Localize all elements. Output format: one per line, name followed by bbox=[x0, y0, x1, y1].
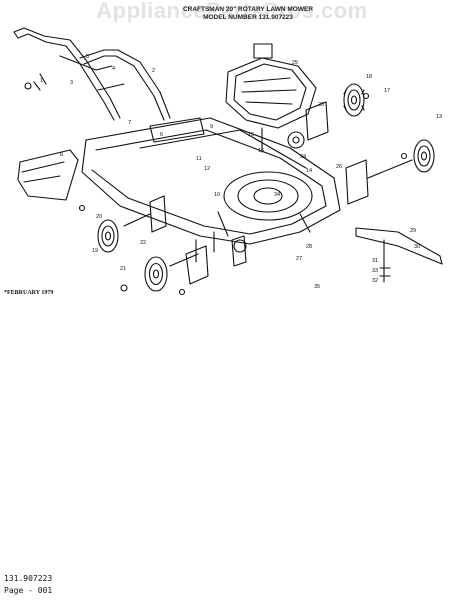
part-label: 1 bbox=[40, 78, 43, 84]
footer-model-code: 131.907223 bbox=[4, 574, 53, 583]
title-line-2: MODEL NUMBER 131.907223 bbox=[203, 14, 293, 21]
wheel-front-left bbox=[97, 195, 167, 253]
wheel-rear-right bbox=[287, 83, 365, 149]
title-line-1: CRAFTSMAN 20" ROTARY LAWN MOWER bbox=[182, 6, 314, 13]
part-label: 23 bbox=[318, 102, 324, 108]
part-label: 17 bbox=[384, 88, 390, 94]
part-label: 33 bbox=[372, 268, 378, 274]
part-label: 34 bbox=[274, 192, 280, 198]
part-label: 32 bbox=[372, 278, 378, 284]
part-label: 25 bbox=[292, 60, 298, 66]
rear-deflector bbox=[17, 149, 79, 201]
wheel-front-right bbox=[345, 139, 435, 205]
part-label: 6 bbox=[160, 132, 163, 138]
blade bbox=[355, 227, 443, 283]
revision-date: *FEBRUARY 1979 bbox=[4, 290, 54, 296]
watermark-logo: AppliancePartsPros.com bbox=[96, 0, 368, 23]
part-label: 35 bbox=[314, 284, 320, 290]
part-label: 15 bbox=[248, 132, 254, 138]
part-label: 8 bbox=[60, 152, 63, 158]
part-label: 5 bbox=[86, 54, 89, 60]
part-label: 27 bbox=[296, 256, 302, 262]
wheel-rear-left bbox=[144, 235, 247, 292]
part-label: 3 bbox=[70, 80, 73, 86]
part-label: 30 bbox=[414, 244, 420, 250]
part-label: 7 bbox=[128, 120, 131, 126]
part-number-callouts: 1 2 3 4 5 6 7 8 9 10 11 12 13 14 15 16 1… bbox=[40, 54, 442, 290]
part-label: 28 bbox=[306, 244, 312, 250]
part-label: 2 bbox=[152, 68, 155, 74]
engine bbox=[225, 43, 317, 153]
revision-date-text: FEBRUARY 1979 bbox=[7, 290, 54, 296]
part-label: 20 bbox=[96, 214, 102, 220]
part-label: 22 bbox=[140, 240, 146, 246]
part-label: 13 bbox=[436, 114, 442, 120]
part-label: 4 bbox=[112, 66, 115, 72]
part-label: 24 bbox=[300, 154, 306, 160]
part-label: 10 bbox=[214, 192, 220, 198]
part-label: 19 bbox=[92, 248, 98, 254]
part-label: 16 bbox=[258, 148, 264, 154]
part-label: 26 bbox=[336, 164, 342, 170]
part-label: 18 bbox=[366, 74, 372, 80]
handle-assembly bbox=[13, 27, 171, 121]
diagram-title: CRAFTSMAN 20" ROTARY LAWN MOWER MODEL NU… bbox=[178, 6, 318, 22]
part-label: 14 bbox=[306, 168, 312, 174]
part-label: 21 bbox=[120, 266, 126, 272]
part-label: 12 bbox=[204, 166, 210, 172]
part-label: 29 bbox=[410, 228, 416, 234]
mower-deck bbox=[81, 117, 341, 245]
hardware-parts bbox=[24, 82, 408, 296]
part-label: 9 bbox=[210, 124, 213, 130]
part-label: 11 bbox=[196, 156, 202, 162]
part-label: 31 bbox=[372, 258, 378, 264]
footer-page-number: Page - 001 bbox=[4, 586, 53, 595]
